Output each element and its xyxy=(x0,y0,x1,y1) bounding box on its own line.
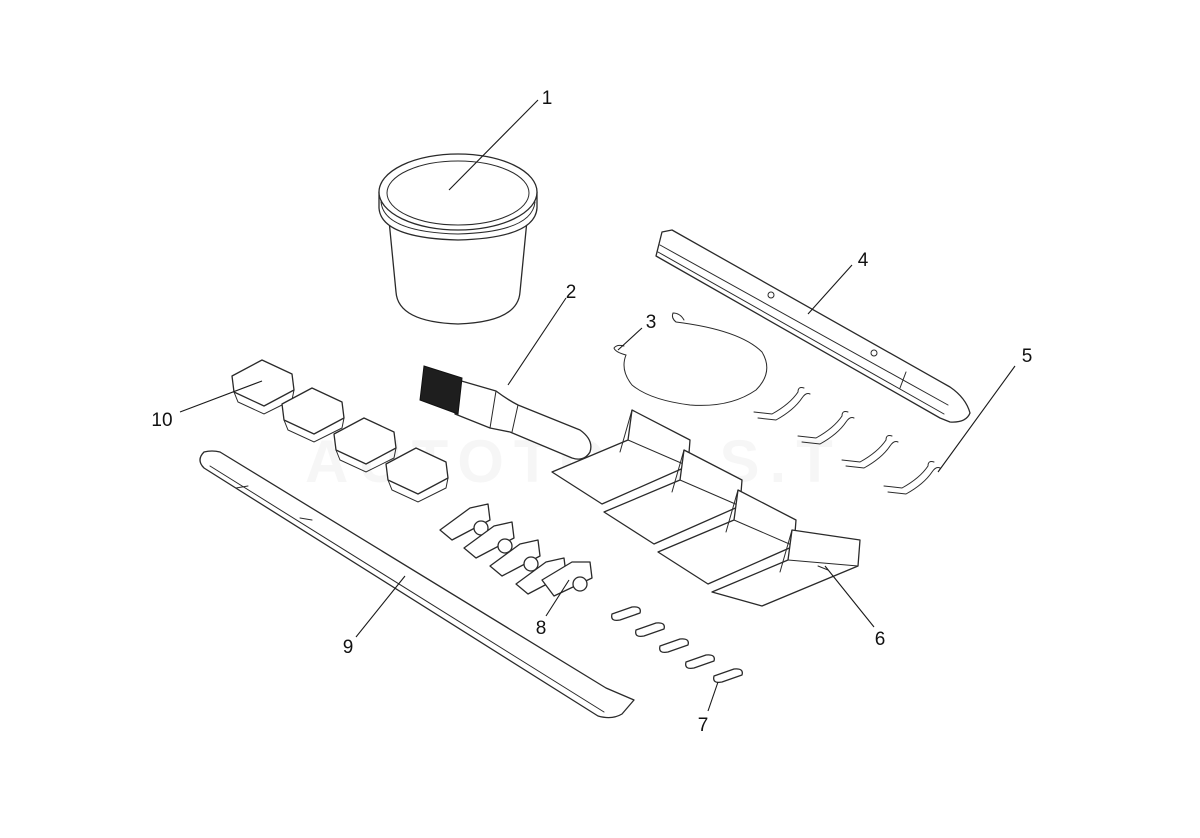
part-1-grease-tub xyxy=(378,153,538,325)
callout-9: 9 xyxy=(343,637,354,658)
leader-lines xyxy=(179,99,1016,712)
callout-1: 1 xyxy=(542,88,553,109)
callout-8: 8 xyxy=(536,618,547,639)
part-9-slide-bar xyxy=(199,450,635,719)
leader-line-9 xyxy=(355,575,406,638)
callout-6: 6 xyxy=(875,629,886,650)
part-5-spring-clips xyxy=(753,387,941,495)
leader-line-7 xyxy=(707,681,719,712)
leader-line-10 xyxy=(179,380,263,413)
leader-line-3 xyxy=(617,327,643,351)
part-2-brush xyxy=(419,365,592,460)
leader-line-8 xyxy=(545,579,570,617)
callout-3: 3 xyxy=(646,312,657,333)
callout-2: 2 xyxy=(566,282,577,303)
leader-line-6 xyxy=(824,565,875,628)
part-7-small-pads xyxy=(611,606,743,684)
leader-line-4 xyxy=(807,264,853,315)
callout-labels: 1 2 3 4 5 6 7 8 9 10 xyxy=(151,88,1032,736)
leader-line-5 xyxy=(937,365,1016,473)
part-4-rail-bar xyxy=(655,229,971,423)
leader-line-2 xyxy=(507,297,567,386)
part-3-ring-clip xyxy=(613,312,768,406)
callout-10: 10 xyxy=(151,410,172,431)
part-6-wedge-blocks xyxy=(551,409,861,607)
part-8-rollers xyxy=(439,503,593,597)
callout-7: 7 xyxy=(698,715,709,736)
callout-5: 5 xyxy=(1022,346,1033,367)
leader-line-1 xyxy=(448,99,539,191)
callout-4: 4 xyxy=(858,250,869,271)
